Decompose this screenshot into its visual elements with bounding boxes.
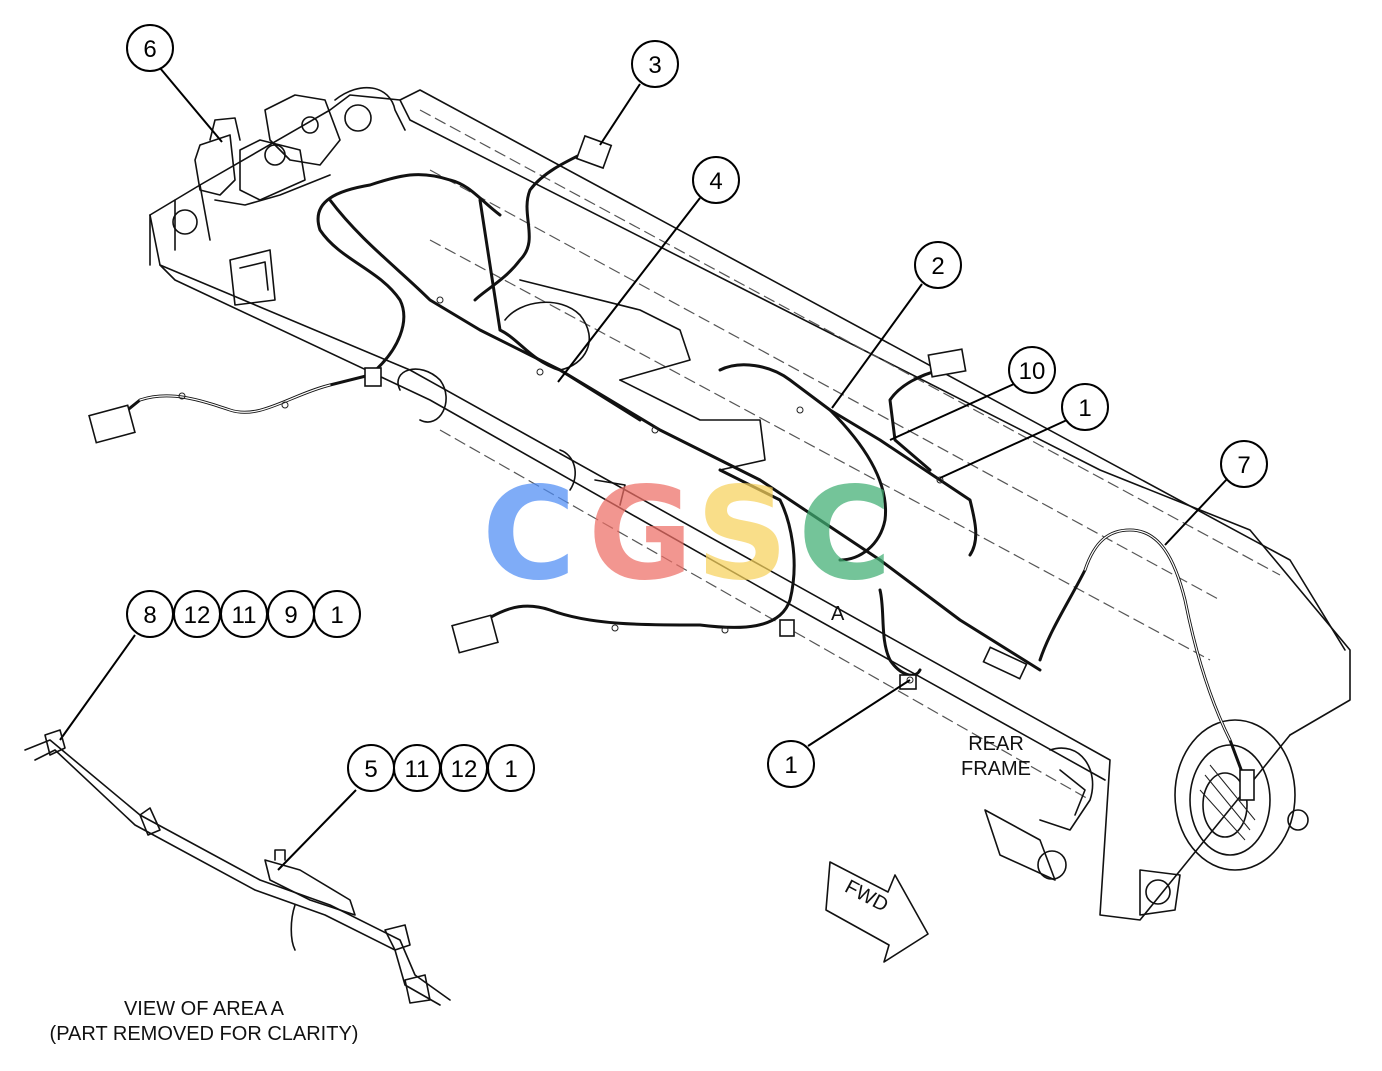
svg-text:1: 1 — [330, 602, 343, 629]
watermark-letter-s: S — [696, 460, 788, 609]
view-subtitle: (PART REMOVED FOR CLARITY) — [50, 1023, 359, 1045]
callout-2: 2 — [914, 241, 962, 289]
svg-text:9: 9 — [284, 602, 297, 629]
callout-group-a-item: 11 — [220, 590, 268, 638]
rear-frame-outline — [149, 86, 1351, 921]
detail-view-area-a — [24, 729, 451, 1006]
callout-10: 10 — [1008, 346, 1056, 394]
fwd-label: FWD — [841, 876, 892, 917]
callout-group-b-item: 1 — [487, 744, 535, 792]
fwd-direction-arrow: FWD — [825, 861, 929, 963]
svg-text:2: 2 — [931, 253, 944, 280]
svg-text:11: 11 — [405, 756, 430, 783]
svg-text:12: 12 — [451, 756, 478, 783]
callout-3: 3 — [631, 40, 679, 88]
svg-text:3: 3 — [648, 52, 661, 79]
view-title: VIEW OF AREA A — [124, 998, 285, 1020]
rear-frame-label-line1: REAR — [968, 733, 1024, 755]
callout-group-area-b: 5 11 12 1 — [347, 744, 535, 792]
svg-text:8: 8 — [143, 602, 156, 629]
callout-4: 4 — [692, 156, 740, 204]
callout-group-b-item: 5 — [347, 744, 395, 792]
svg-text:4: 4 — [709, 168, 722, 195]
svg-text:1: 1 — [504, 756, 517, 783]
svg-text:1: 1 — [1078, 395, 1091, 422]
callout-group-a-item: 1 — [313, 590, 361, 638]
callout-group-a-item: 9 — [267, 590, 315, 638]
leader-lines — [59, 67, 1229, 871]
callout-6: 6 — [126, 24, 174, 72]
cgsc-watermark: C G S C — [482, 460, 892, 609]
callout-7: 7 — [1220, 440, 1268, 488]
svg-text:6: 6 — [143, 36, 156, 63]
svg-text:7: 7 — [1237, 452, 1250, 479]
svg-text:5: 5 — [364, 756, 377, 783]
callout-group-area-a: 8 12 11 9 1 — [126, 590, 361, 638]
svg-text:10: 10 — [1019, 358, 1046, 385]
valve-assembly — [194, 94, 341, 206]
callout-1-bottom: 1 — [767, 740, 815, 788]
watermark-letter-g: G — [588, 460, 693, 609]
wiring-harnesses — [88, 134, 1255, 801]
svg-text:1: 1 — [784, 752, 797, 779]
callout-group-a-item: 12 — [173, 590, 221, 638]
svg-text:12: 12 — [184, 602, 211, 629]
rear-frame-label-line2: FRAME — [961, 758, 1031, 780]
svg-text:11: 11 — [232, 602, 257, 629]
callout-group-b-item: 11 — [393, 744, 441, 792]
callout-1-right: 1 — [1061, 383, 1109, 431]
area-a-marker: A — [831, 603, 845, 625]
watermark-letter-c2: C — [798, 460, 892, 609]
callout-group-b-item: 12 — [440, 744, 488, 792]
callout-group-a-item: 8 — [126, 590, 174, 638]
watermark-letter-c1: C — [482, 460, 576, 609]
